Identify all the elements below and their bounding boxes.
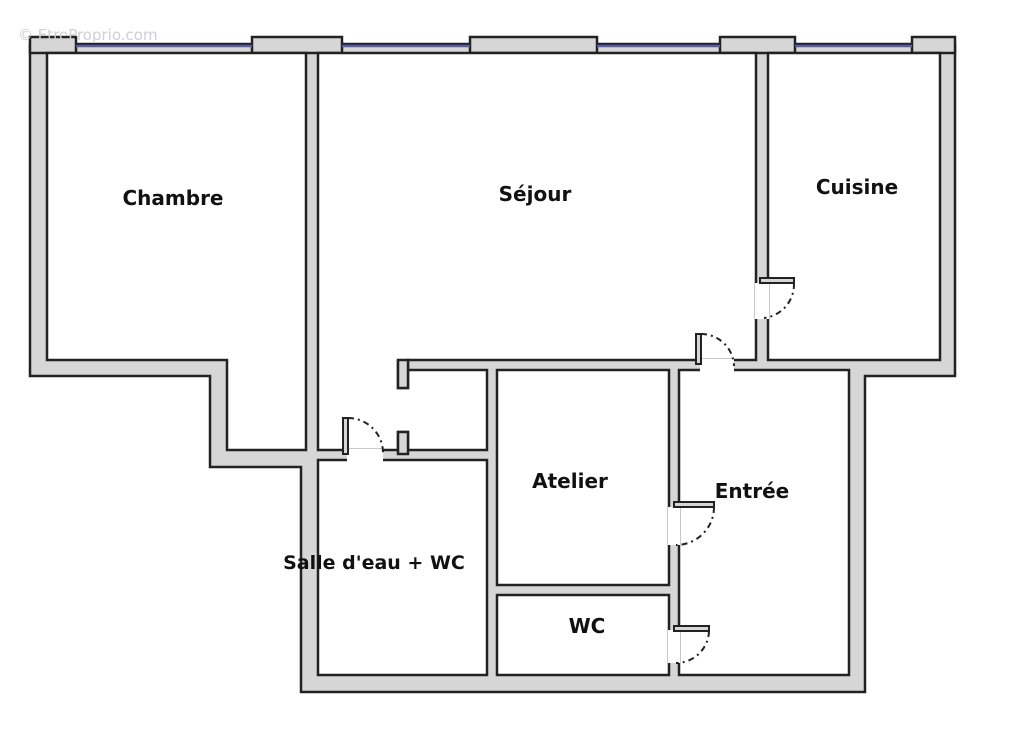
room-chambre <box>45 51 308 452</box>
room-cuisine <box>766 51 942 362</box>
label-salle-eau: Salle d'eau + WC <box>283 552 465 574</box>
label-atelier: Atelier <box>532 469 608 493</box>
room-wc <box>495 593 671 677</box>
door-wc <box>668 625 710 664</box>
room-salle-eau <box>316 458 489 677</box>
door-sejour-salle-eau <box>342 417 384 462</box>
watermark: © EtreProprio.com <box>18 26 158 44</box>
label-cuisine: Cuisine <box>816 175 898 199</box>
label-wc: WC <box>569 614 606 638</box>
label-sejour: Séjour <box>499 182 572 206</box>
label-chambre: Chambre <box>123 186 224 210</box>
label-entree: Entrée <box>715 479 789 503</box>
wall-stub <box>396 430 410 456</box>
room-atelier <box>495 368 671 587</box>
room-entree <box>677 368 851 677</box>
wall-stub <box>396 358 410 390</box>
door-atelier <box>668 501 715 546</box>
door-cuisine <box>755 277 796 319</box>
door-sejour-entree <box>695 333 735 372</box>
